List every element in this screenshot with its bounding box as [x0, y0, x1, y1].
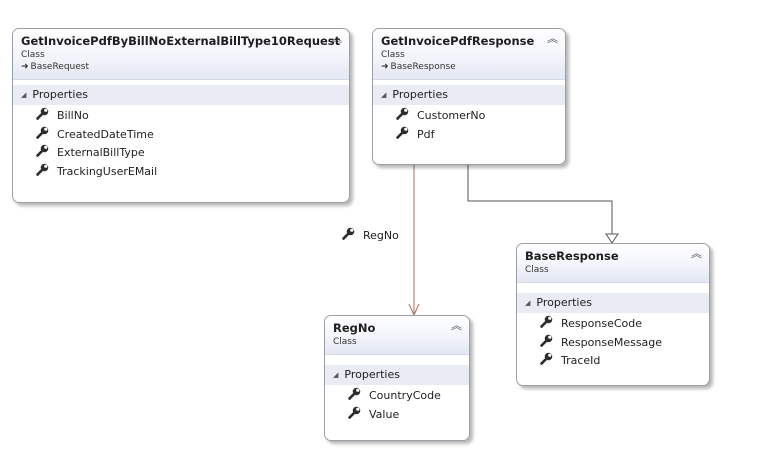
- property-item[interactable]: TrackingUserEMail: [13, 163, 349, 182]
- triangle-down-icon: ◢: [525, 299, 531, 307]
- wrench-icon: [36, 126, 49, 139]
- property-name: TraceId: [561, 354, 601, 367]
- class-name: GetInvoicePdfResponse: [381, 34, 535, 48]
- property-list: BillNo CreatedDateTime ExternalBillType …: [13, 105, 349, 187]
- base-class-name: BaseRequest: [30, 62, 90, 72]
- class-box-response[interactable]: GetInvoicePdfResponse Class ➜BaseRespons…: [372, 28, 566, 165]
- properties-section-header[interactable]: ◢ Properties: [13, 85, 349, 105]
- section-label: Properties: [392, 88, 448, 101]
- triangle-down-icon: ◢: [381, 91, 387, 99]
- class-name: BaseResponse: [525, 249, 619, 263]
- property-item[interactable]: Value: [325, 406, 469, 425]
- association-label[interactable]: RegNo: [341, 227, 399, 245]
- class-box-regno[interactable]: RegNo Class ︽ ◢ Properties CountryCode Va…: [324, 315, 470, 441]
- inheritance-line: [467, 164, 613, 234]
- wrench-icon: [540, 334, 553, 347]
- base-class: ➜BaseRequest: [21, 61, 341, 73]
- property-name: CreatedDateTime: [57, 127, 154, 141]
- base-class-name: BaseResponse: [390, 62, 456, 72]
- property-item[interactable]: ResponseCode: [517, 315, 709, 334]
- class-header: BaseResponse Class ︽: [517, 244, 709, 283]
- triangle-down-icon: ◢: [333, 371, 339, 379]
- wrench-icon: [540, 352, 553, 365]
- wrench-icon: [36, 144, 49, 157]
- wrench-icon: [396, 107, 409, 120]
- property-name: TrackingUserEMail: [57, 164, 158, 178]
- property-name: ResponseMessage: [561, 335, 663, 349]
- class-name: GetInvoicePdfByBillNoExternalBillType10R…: [21, 34, 341, 48]
- wrench-icon: [342, 227, 355, 240]
- section-label: Properties: [536, 296, 592, 309]
- class-box-baseresponse[interactable]: BaseResponse Class ︽ ◢ Properties Respons…: [516, 243, 710, 386]
- property-list: ResponseCode ResponseMessage TraceId: [517, 313, 709, 377]
- association-label-text: RegNo: [363, 229, 399, 242]
- inheritance-arrowhead: [605, 233, 619, 244]
- property-name: BillNo: [57, 109, 89, 122]
- base-class: ➜BaseResponse: [381, 61, 557, 73]
- property-item[interactable]: ExternalBillType: [13, 144, 349, 163]
- section-label: Properties: [32, 88, 88, 101]
- inherit-arrow-icon: ➜: [381, 62, 389, 72]
- wrench-icon: [396, 126, 409, 139]
- wrench-icon: [36, 107, 49, 120]
- wrench-icon: [540, 315, 553, 328]
- property-list: CountryCode Value: [325, 385, 469, 430]
- class-kind: Class: [525, 265, 549, 275]
- properties-section-header[interactable]: ◢ Properties: [517, 293, 709, 313]
- class-kind: Class: [381, 50, 405, 60]
- property-item[interactable]: BillNo: [13, 107, 349, 126]
- property-item[interactable]: CustomerNo: [373, 107, 565, 126]
- class-header: GetInvoicePdfByBillNoExternalBillType10R…: [13, 29, 349, 80]
- class-header: RegNo Class ︽: [325, 316, 469, 355]
- property-name: CustomerNo: [417, 109, 486, 122]
- property-item[interactable]: TraceId: [517, 352, 709, 371]
- property-item[interactable]: CreatedDateTime: [13, 126, 349, 145]
- property-name: Pdf: [417, 127, 435, 141]
- wrench-icon: [348, 406, 361, 419]
- triangle-down-icon: ◢: [21, 91, 27, 99]
- properties-section-header[interactable]: ◢ Properties: [325, 365, 469, 385]
- properties-section-header[interactable]: ◢ Properties: [373, 85, 565, 105]
- class-box-request[interactable]: GetInvoicePdfByBillNoExternalBillType10R…: [12, 28, 350, 203]
- property-name: Value: [369, 407, 400, 421]
- property-name: ResponseCode: [561, 317, 642, 330]
- property-item[interactable]: ResponseMessage: [517, 334, 709, 353]
- property-name: CountryCode: [369, 389, 441, 402]
- double-chevron-up-icon[interactable]: ︽: [331, 32, 342, 45]
- property-item[interactable]: CountryCode: [325, 387, 469, 406]
- wrench-icon: [348, 387, 361, 400]
- class-header: GetInvoicePdfResponse Class ➜BaseRespons…: [373, 29, 565, 80]
- section-label: Properties: [344, 368, 400, 381]
- class-name: RegNo: [333, 321, 376, 335]
- property-list: CustomerNo Pdf: [373, 105, 565, 150]
- double-chevron-up-icon[interactable]: ︽: [451, 319, 462, 332]
- wrench-icon: [36, 163, 49, 176]
- property-item[interactable]: Pdf: [373, 126, 565, 145]
- property-name: ExternalBillType: [57, 146, 145, 159]
- double-chevron-up-icon[interactable]: ︽: [547, 32, 558, 45]
- class-kind: Class: [333, 337, 357, 347]
- class-kind: Class: [21, 50, 45, 60]
- inherit-arrow-icon: ➜: [21, 62, 29, 72]
- double-chevron-up-icon[interactable]: ︽: [691, 247, 702, 260]
